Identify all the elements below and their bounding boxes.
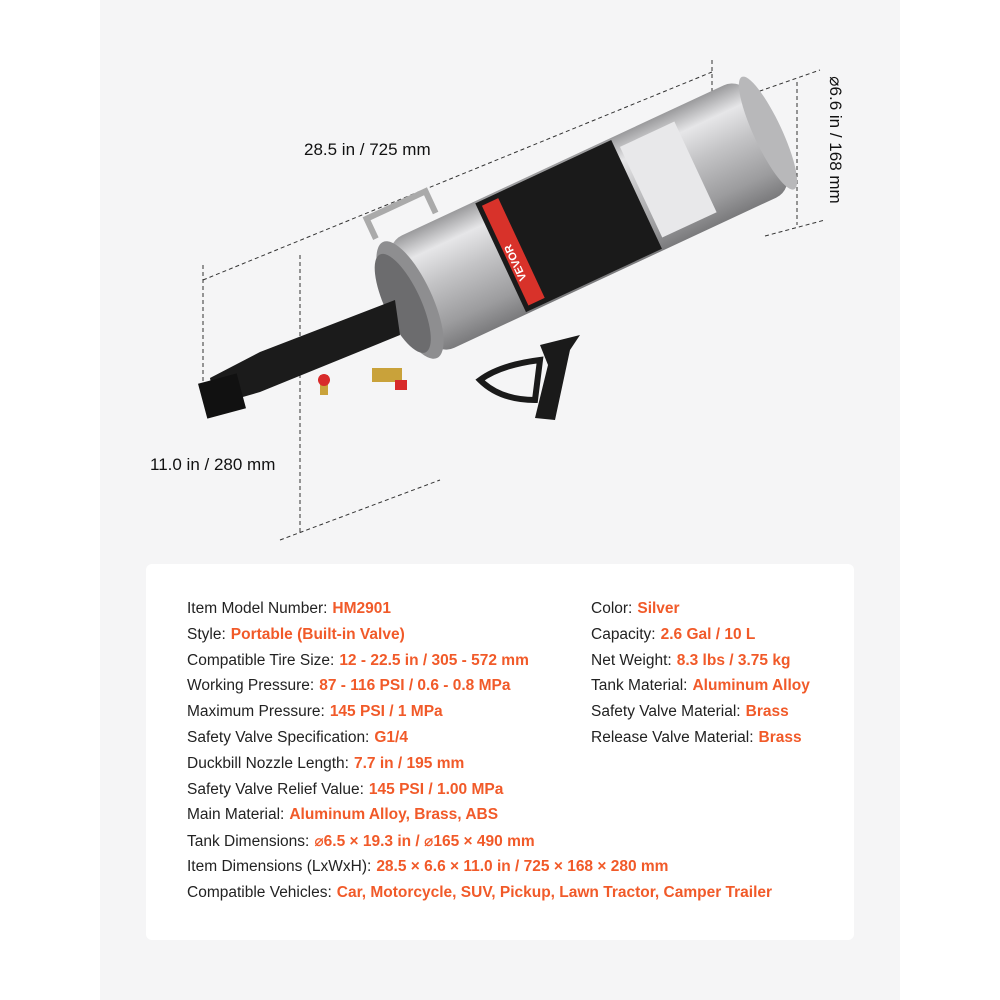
spec-value: Silver [637,600,680,617]
spec-row: Main Material:Aluminum Alloy, Brass, ABS [187,806,772,832]
spec-value: Aluminum Alloy, Brass, ABS [289,806,499,824]
spec-row: Safety Valve Relief Value:145 PSI / 1.00… [187,781,772,807]
spec-value: 2.6 Gal / 10 L [660,625,756,643]
spec-row: Release Valve Material:Brass [591,729,810,755]
diameter-dimension-label: ⌀6.6 in / 168 mm [826,76,845,204]
spec-label: Net Weight: [591,651,672,669]
spec-label: Compatible Vehicles: [187,883,332,901]
spec-value: G1/4 [374,728,408,746]
spec-label: Release Valve Material: [591,728,754,746]
spec-row: Duckbill Nozzle Length:7.7 in / 195 mm [187,755,772,781]
height-dimension-label: 11.0 in / 280 mm [150,455,276,474]
spec-value: 12 - 22.5 in / 305 - 572 mm [339,651,529,669]
spec-label: Capacity: [591,625,656,643]
spec-row: Color:Silver [591,600,810,626]
spec-value: HM2901 [332,600,392,617]
valves [318,368,407,395]
spec-label: Item Model Number: [187,600,328,617]
spec-value: Brass [758,728,802,746]
spec-row: Item Dimensions (LxWxH):28.5 × 6.6 × 11.… [187,858,772,884]
pistol-grip [475,335,580,420]
spec-row: Tank Dimensions:⌀6.5 × 19.3 in / ⌀165 × … [187,832,772,858]
spec-label: Safety Valve Specification: [187,728,370,746]
duckbill-nozzle [198,300,400,419]
spec-label: Tank Material: [591,677,688,695]
spec-value: Portable (Built-in Valve) [230,625,405,643]
spec-label: Main Material: [187,806,285,824]
tire-bead-seater-image: VEVOR [198,60,826,541]
spec-label: Maximum Pressure: [187,703,325,721]
spec-value: 145 PSI / 1.00 MPa [368,780,504,798]
spec-label: Duckbill Nozzle Length: [187,754,349,772]
tank: VEVOR [362,76,798,359]
spec-row: Net Weight:8.3 lbs / 3.75 kg [591,652,810,678]
spec-value: 8.3 lbs / 3.75 kg [676,651,791,669]
spec-value: Aluminum Alloy [692,677,810,695]
spec-row: Safety Valve Material:Brass [591,703,810,729]
spec-label: Tank Dimensions: [187,833,310,851]
spec-value: Brass [745,703,789,721]
spec-row: Maximum Pressure:145 PSI / 1 MPa [187,703,772,729]
spec-label: Item Dimensions (LxWxH): [187,857,372,875]
spec-row: Safety Valve Specification:G1/4 [187,729,772,755]
spec-label: Color: [591,600,633,617]
spec-label: Safety Valve Material: [591,703,741,721]
spec-label: Safety Valve Relief Value: [187,780,364,798]
spec-row: Tank Material:Aluminum Alloy [591,677,810,703]
spec-label: Compatible Tire Size: [187,651,335,669]
spec-row: Item Model Number:HM2901 [187,600,772,626]
spec-value: 87 - 116 PSI / 0.6 - 0.8 MPa [319,677,511,695]
spec-row: Capacity:2.6 Gal / 10 L [591,626,810,652]
spec-label: Style: [187,625,226,643]
spec-row: Working Pressure:87 - 116 PSI / 0.6 - 0.… [187,677,772,703]
spec-value: ⌀6.5 × 19.3 in / ⌀165 × 490 mm [314,833,535,851]
spec-value: 7.7 in / 195 mm [353,754,465,772]
spec-row: Style:Portable (Built-in Valve) [187,626,772,652]
spec-label: Working Pressure: [187,677,315,695]
spec-value: 28.5 × 6.6 × 11.0 in / 725 × 168 × 280 m… [376,857,669,875]
spec-row: Compatible Tire Size:12 - 22.5 in / 305 … [187,652,772,678]
length-dimension-label: 28.5 in / 725 mm [304,140,431,159]
spec-value: Car, Motorcycle, SUV, Pickup, Lawn Tract… [336,883,773,901]
dimension-lines [202,60,826,541]
spec-row: Compatible Vehicles:Car, Motorcycle, SUV… [187,884,772,910]
spec-value: 145 PSI / 1 MPa [329,703,443,721]
